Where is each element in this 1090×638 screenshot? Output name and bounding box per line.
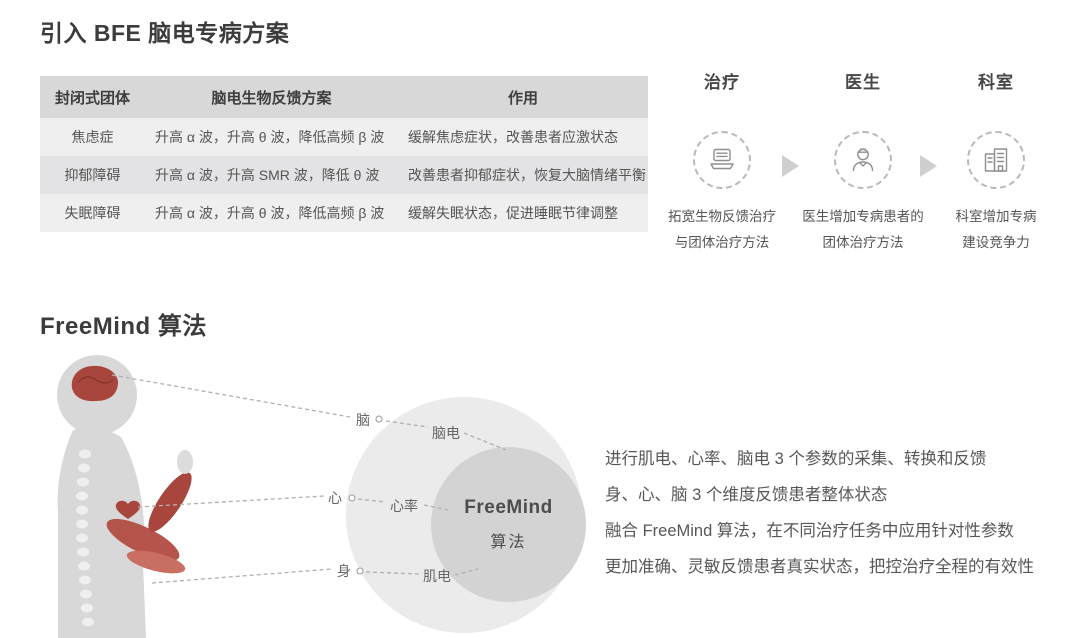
parameter-label-heart-rate: 心率 bbox=[390, 498, 418, 514]
cell-solution: 升高 α 波，升高 θ 波，降低高频 β 波 bbox=[155, 205, 385, 221]
dimension-label-heart: 心 bbox=[328, 490, 342, 506]
cell-disease: 抑郁障碍 bbox=[64, 167, 121, 183]
cell-effect: 缓解焦虑症状，改善患者应激状态 bbox=[408, 129, 618, 145]
freemind-circle-title: FreeMind bbox=[464, 497, 553, 518]
forearm-muscle-illustration bbox=[148, 472, 192, 532]
section1-title: 引入 BFE 脑电专病方案 bbox=[40, 20, 290, 46]
step-circle bbox=[693, 131, 751, 189]
table-header-group: 封闭式团体 bbox=[54, 89, 130, 107]
bfe-solution-table: 封闭式团体 脑电生物反馈方案 作用 焦虑症 升高 α 波，升高 θ 波，降低高频… bbox=[40, 76, 648, 232]
step-circle bbox=[834, 131, 892, 189]
description-line: 更加准确、灵敏反馈患者真实状态，把控治疗全程的有效性 bbox=[605, 558, 1034, 576]
heart-illustration bbox=[115, 500, 141, 519]
step-label: 医生 bbox=[845, 73, 881, 92]
step-caption: 科室增加专病 建设竞争力 bbox=[955, 209, 1037, 250]
brain-illustration bbox=[71, 365, 119, 402]
table-row: 焦虑症 升高 α 波，升高 θ 波，降低高频 β 波 缓解焦虑症状，改善患者应激… bbox=[40, 118, 648, 156]
benefit-flow: 治疗 拓宽生物反馈治疗 与团体治疗方法 医生 bbox=[647, 68, 1082, 268]
cell-disease: 失眠障碍 bbox=[64, 205, 121, 221]
step-label: 治疗 bbox=[704, 73, 740, 92]
freemind-circle-subtitle: 算法 bbox=[490, 534, 527, 551]
dimension-label-body: 身 bbox=[337, 563, 351, 579]
table-header-effect: 作用 bbox=[507, 89, 538, 107]
flow-step-doctor: 医生 医生增加专病患者的 团体治疗方法 bbox=[788, 68, 938, 256]
step-circle bbox=[967, 131, 1025, 189]
freemind-description: 进行肌电、心率、脑电 3 个参数的采集、转换和反馈 身、心、脑 3 个维度反馈患… bbox=[605, 441, 1034, 585]
table-header-row: 封闭式团体 脑电生物反馈方案 作用 bbox=[40, 76, 648, 118]
cell-solution: 升高 α 波，升高 θ 波，降低高频 β 波 bbox=[155, 129, 385, 145]
cell-disease: 焦虑症 bbox=[71, 129, 114, 145]
step-caption: 医生增加专病患者的 团体治疗方法 bbox=[802, 209, 924, 250]
table-row: 抑郁障碍 升高 α 波，升高 SMR 波，降低 θ 波 改善患者抑郁症状，恢复大… bbox=[40, 156, 648, 194]
therapy-device-icon bbox=[710, 148, 734, 170]
doctor-icon bbox=[852, 148, 874, 172]
arrow-right-icon bbox=[782, 155, 799, 177]
flow-step-department: 科室 科室增加专病 建设竞争力 bbox=[921, 68, 1071, 256]
human-body-illustration bbox=[57, 355, 193, 638]
cell-solution: 升高 α 波，升高 SMR 波，降低 θ 波 bbox=[155, 167, 380, 183]
hospital-building-icon bbox=[984, 148, 1008, 172]
arm-muscle-illustration bbox=[106, 518, 180, 562]
cell-effect: 缓解失眠状态，促进睡眠节律调整 bbox=[408, 205, 618, 221]
step-caption: 拓宽生物反馈治疗 与团体治疗方法 bbox=[668, 209, 776, 250]
cell-effect: 改善患者抑郁症状，恢复大脑情绪平衡 bbox=[408, 167, 646, 183]
hand-illustration bbox=[177, 450, 193, 474]
spine-illustration bbox=[76, 449, 94, 627]
table-header-solution: 脑电生物反馈方案 bbox=[211, 89, 332, 107]
flow-step-treatment: 治疗 拓宽生物反馈治疗 与团体治疗方法 bbox=[647, 68, 797, 256]
description-line: 进行肌电、心率、脑电 3 个参数的采集、转换和反馈 bbox=[605, 450, 987, 468]
dimension-label-brain: 脑 bbox=[356, 412, 370, 428]
arrow-right-icon bbox=[920, 155, 937, 177]
section2-title: FreeMind 算法 bbox=[40, 313, 207, 340]
parameter-label-eeg: 脑电 bbox=[432, 425, 460, 441]
description-line: 身、心、脑 3 个维度反馈患者整体状态 bbox=[605, 486, 888, 504]
parameter-label-emg: 肌电 bbox=[423, 568, 451, 584]
table-row: 失眠障碍 升高 α 波，升高 θ 波，降低高频 β 波 缓解失眠状态，促进睡眠节… bbox=[40, 194, 648, 232]
freemind-algorithm-circle: FreeMind 算法 bbox=[431, 447, 586, 602]
step-label: 科室 bbox=[978, 73, 1014, 92]
description-line: 融合 FreeMind 算法，在不同治疗任务中应用针对性参数 bbox=[605, 522, 1014, 540]
